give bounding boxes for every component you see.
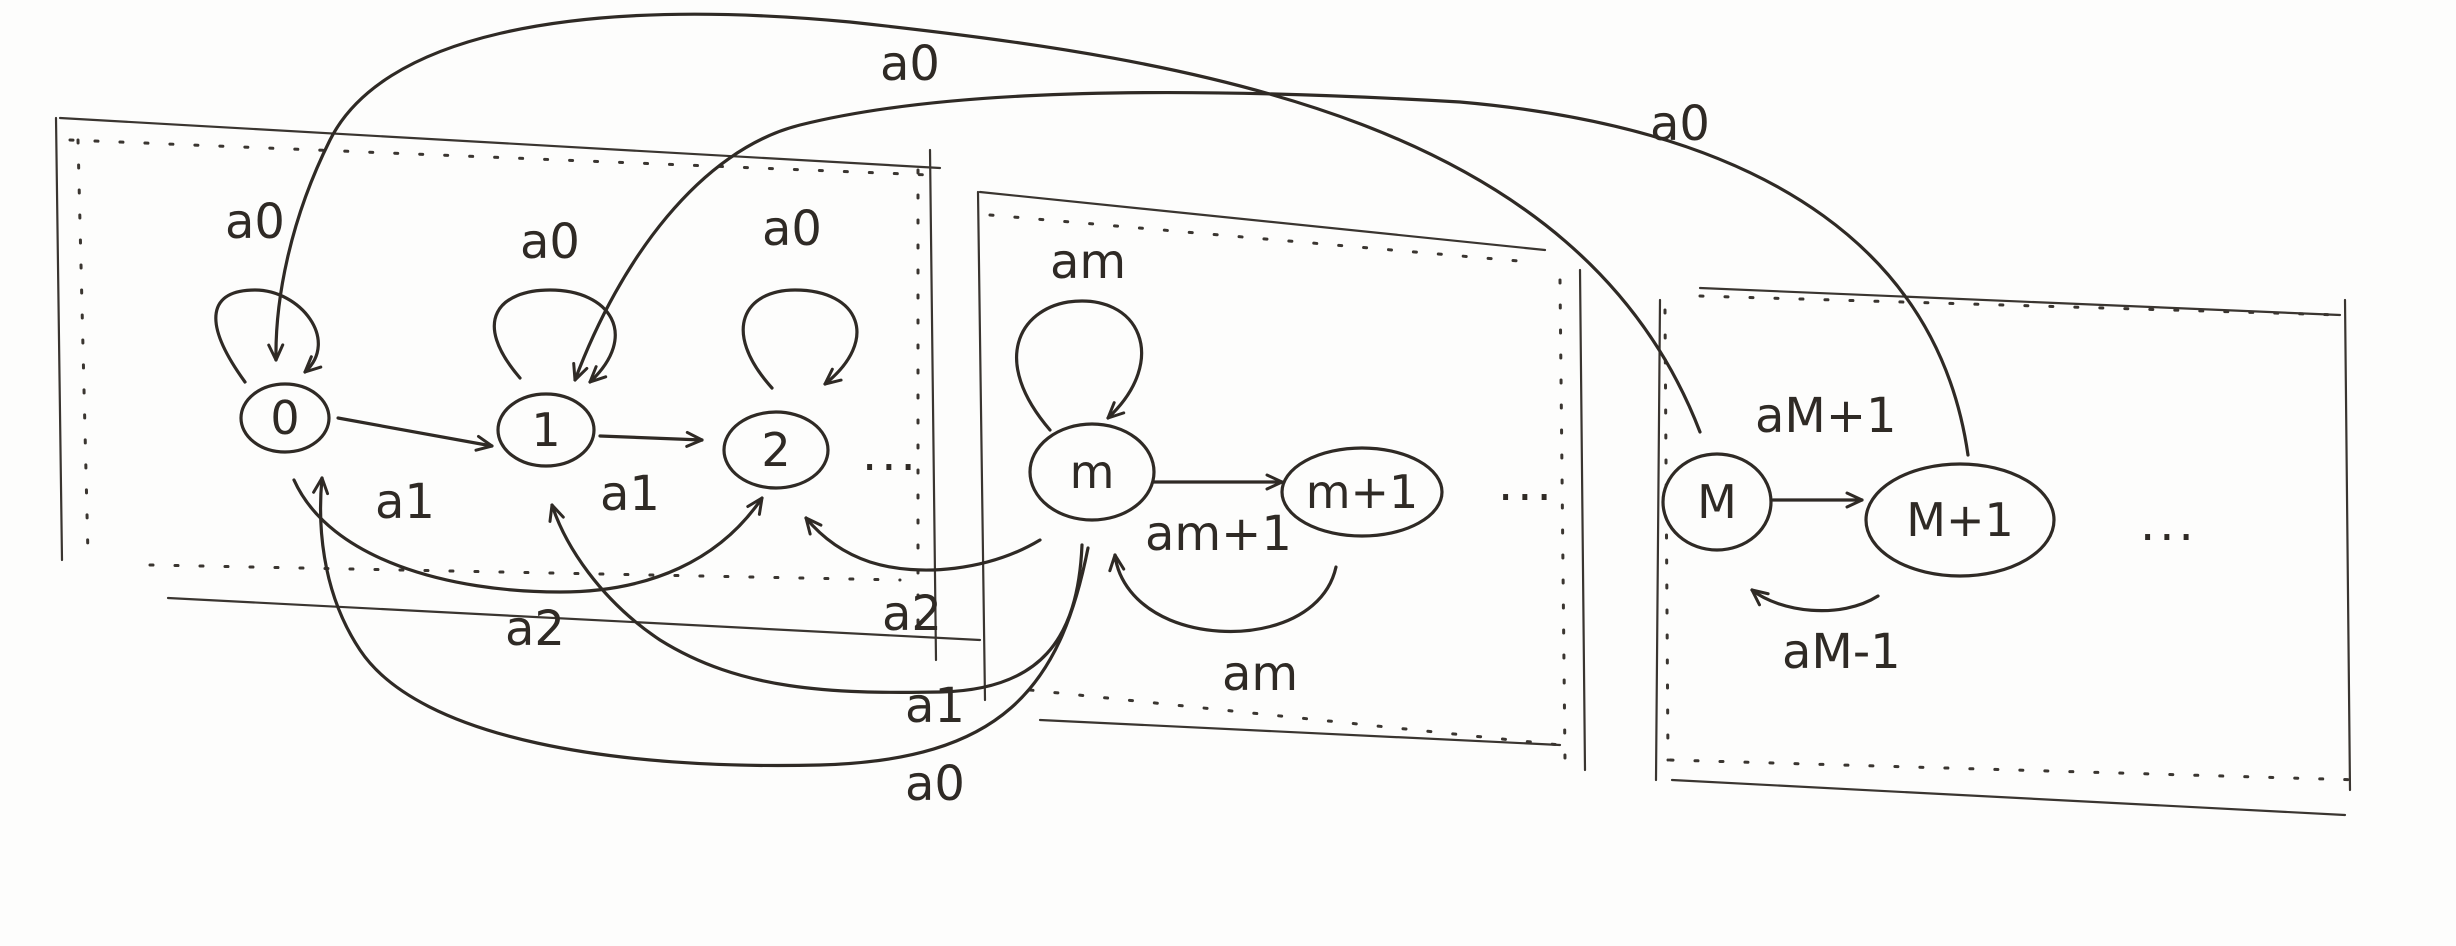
label-am-m1-back: am <box>1222 646 1298 702</box>
edge-m1-back-to-m <box>1108 553 1338 633</box>
group-box-right <box>1654 286 2362 817</box>
edge-m-to-1 <box>548 503 1084 694</box>
label-a1-1-to-2: a1 <box>600 466 660 522</box>
node-0-label: 0 <box>270 391 299 445</box>
edge-0-to-2-bottom <box>292 478 764 594</box>
label-a0-top-right: a0 <box>1650 96 1710 152</box>
node-m: m <box>1028 422 1156 522</box>
node-0: 0 <box>239 382 331 454</box>
label-a0-top-long: a0 <box>880 36 940 92</box>
label-am-loop: am <box>1050 234 1126 290</box>
edge-m-to-0-top <box>267 12 1702 434</box>
node-2-label: 2 <box>761 423 790 477</box>
ellipsis-after-2: ... <box>862 426 920 482</box>
label-a1-m-to-1: a1 <box>905 678 965 734</box>
loop-m <box>1014 299 1144 432</box>
loop-1 <box>492 288 617 384</box>
node-M-plus-1-label: M+1 <box>1906 493 2014 547</box>
node-M: M <box>1661 452 1773 552</box>
loop-0 <box>214 288 323 384</box>
label-am1-m-to-m1: am+1 <box>1145 506 1292 562</box>
node-m-label: m <box>1070 445 1115 499</box>
label-a0-m-to-0: a0 <box>905 756 965 812</box>
label-a0-loop-2: a0 <box>762 201 822 257</box>
edge-1-to-2 <box>598 430 704 448</box>
edge-m-to-0 <box>312 476 1090 768</box>
label-a0-loop-0: a0 <box>225 194 285 250</box>
edge-M1-to-1-top <box>572 90 1970 457</box>
label-a2-0-to-2: a2 <box>505 601 565 657</box>
edge-M1-back-to-M <box>1750 588 1880 613</box>
node-M-plus-1: M+1 <box>1864 462 2056 578</box>
label-a2-m-to-2: a2 <box>882 586 942 642</box>
node-2: 2 <box>722 410 830 490</box>
ellipsis-after-M-plus-1: ... <box>2140 496 2198 552</box>
group-box-left <box>54 116 982 662</box>
label-aM1-M-to-M1: aM+1 <box>1755 388 1897 444</box>
loop-2 <box>741 288 859 390</box>
label-a0-loop-1: a0 <box>520 214 580 270</box>
edge-m-to-2 <box>804 516 1042 572</box>
edge-0-to-1 <box>336 416 494 452</box>
ellipsis-after-m-plus-1: ... <box>1498 456 1556 512</box>
label-a1-0-to-1: a1 <box>375 474 435 530</box>
group-box-middle <box>976 190 1587 772</box>
node-1: 1 <box>496 392 596 468</box>
node-m-plus-1-label: m+1 <box>1306 465 1419 519</box>
node-m-plus-1: m+1 <box>1280 446 1444 538</box>
node-M-label: M <box>1697 475 1737 529</box>
node-1-label: 1 <box>531 403 560 457</box>
label-aM-minus-back: aM-1 <box>1782 624 1901 680</box>
